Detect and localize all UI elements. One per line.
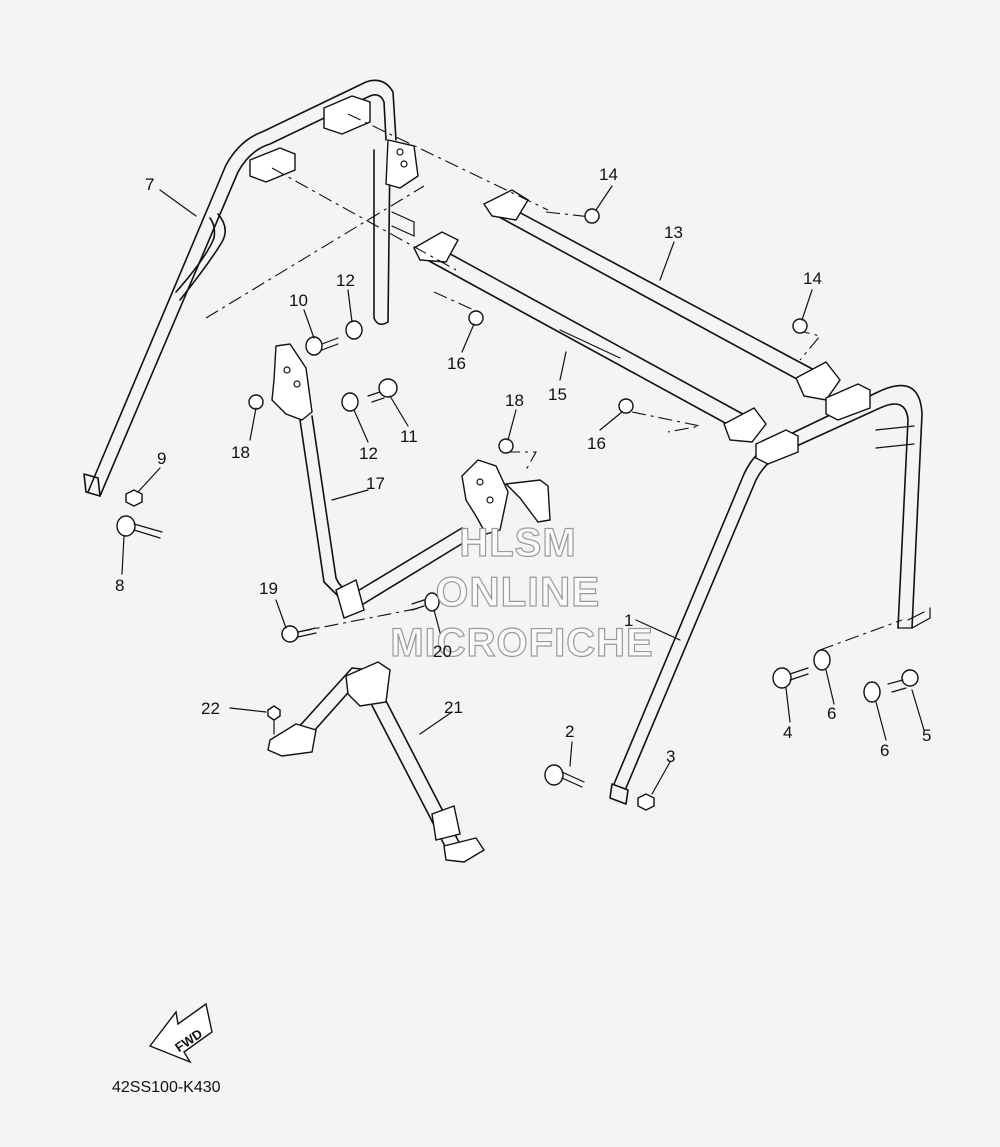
callout-14b: 14 bbox=[803, 269, 822, 288]
alignment-lines bbox=[205, 113, 903, 651]
cross-bar-front bbox=[413, 231, 767, 443]
fasteners bbox=[116, 208, 919, 811]
callout-5: 5 bbox=[922, 726, 931, 745]
watermark: HLSM ONLINE MICROFICHE bbox=[390, 520, 654, 665]
callout-8: 8 bbox=[115, 576, 124, 595]
roll-bar-right bbox=[609, 383, 931, 805]
callout-7: 7 bbox=[145, 175, 154, 194]
callout-1: 1 bbox=[624, 611, 633, 630]
callout-4: 4 bbox=[783, 723, 792, 742]
fwd-arrow-icon: FWD bbox=[148, 1002, 213, 1064]
callout-11: 11 bbox=[400, 427, 418, 446]
callout-18b: 18 bbox=[505, 391, 524, 410]
callout-12a: 12 bbox=[336, 271, 355, 290]
watermark-line-3: MICROFICHE bbox=[390, 621, 653, 665]
callout-16b: 16 bbox=[587, 434, 606, 453]
callout-10: 10 bbox=[289, 291, 308, 310]
leader-lines bbox=[121, 185, 925, 795]
callout-20: 20 bbox=[433, 642, 452, 661]
callout-14a: 14 bbox=[599, 165, 618, 184]
callout-6b: 6 bbox=[880, 741, 889, 760]
watermark-line-2: ONLINE bbox=[436, 568, 601, 615]
callout-2: 2 bbox=[565, 722, 574, 741]
callout-16a: 16 bbox=[447, 354, 466, 373]
callout-9: 9 bbox=[157, 449, 166, 468]
callout-3: 3 bbox=[666, 747, 675, 766]
callout-12b: 12 bbox=[359, 444, 378, 463]
callout-18a: 18 bbox=[231, 443, 250, 462]
callout-13: 13 bbox=[664, 223, 683, 242]
callout-17: 17 bbox=[366, 474, 385, 493]
upright-post bbox=[373, 139, 419, 326]
callout-6a: 6 bbox=[827, 704, 836, 723]
callout-22: 22 bbox=[201, 699, 220, 718]
callout-21: 21 bbox=[444, 698, 463, 717]
roll-bar-left bbox=[83, 79, 397, 497]
lower-support bbox=[267, 661, 485, 863]
watermark-line-1: HLSM bbox=[459, 521, 576, 565]
cross-bar-rear bbox=[482, 189, 841, 401]
front-bar bbox=[271, 343, 551, 619]
callouts: 1 2 3 4 5 6 6 7 8 9 10 11 12 12 13 14 14… bbox=[115, 165, 931, 766]
callout-15: 15 bbox=[548, 385, 567, 404]
callout-19: 19 bbox=[259, 579, 278, 598]
drawing-code: 42SS100-K430 bbox=[112, 1079, 221, 1096]
